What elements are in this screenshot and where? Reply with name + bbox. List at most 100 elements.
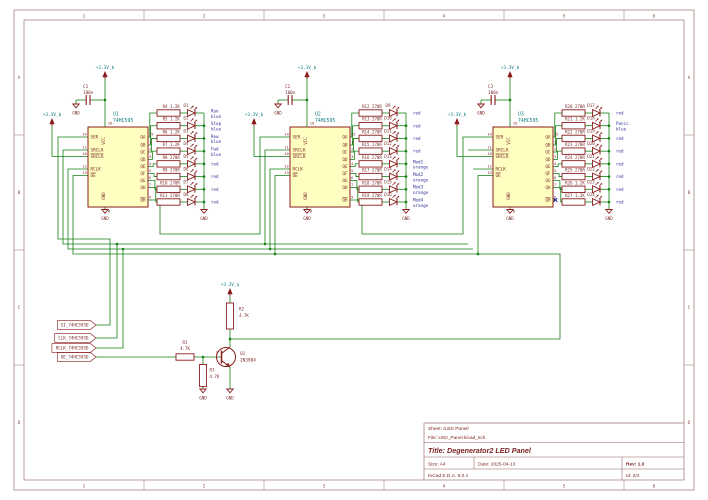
gnd-symbol[interactable]: GND (302, 209, 311, 222)
gnd-symbol[interactable]: GND (225, 388, 234, 401)
net-label[interactable]: red (413, 136, 421, 141)
net-label[interactable]: red (616, 174, 624, 179)
led-d13[interactable]: D13 (384, 154, 400, 168)
led-d5[interactable]: D5 (184, 154, 198, 168)
power-flag[interactable]: +3.3V_b (501, 65, 520, 79)
led-d11[interactable]: D11 (384, 128, 400, 143)
power-flag[interactable]: +3.3V_b (43, 112, 62, 126)
gnd-symbol[interactable]: GND (71, 103, 80, 116)
led-d15[interactable]: D15 (384, 179, 400, 194)
global-label-oe_74hc595d[interactable]: OE_74HC595D (56, 352, 97, 362)
gnd-symbol[interactable]: GND (198, 388, 207, 401)
global-label-si_74hc595d[interactable]: SI_74HC595D (56, 320, 97, 330)
resistor-r1[interactable]: R14.7K (175, 340, 195, 361)
net-label[interactable]: red (413, 149, 421, 154)
net-label[interactable]: red (616, 149, 624, 154)
led-d18[interactable]: D18 (587, 116, 603, 130)
chip-u1[interactable]: U174HC595VCC16GND8SER14SRCLK11SRCLR10RCL… (82, 112, 153, 214)
gnd-symbol[interactable]: GND (401, 209, 410, 222)
gnd-symbol[interactable]: GND (505, 209, 514, 222)
gnd-symbol[interactable]: GND (273, 103, 282, 116)
led-d6[interactable]: D6 (184, 167, 198, 181)
led-d14[interactable]: D14 (384, 167, 400, 181)
global-label-rclk_74hc595d[interactable]: RCLK_74HC595D (51, 343, 97, 353)
power-flag[interactable]: +3.3V_b (448, 112, 467, 126)
led-d23[interactable]: D23 (587, 179, 603, 194)
led-d10[interactable]: D10 (384, 116, 400, 130)
led-d2[interactable]: D2 (184, 116, 198, 130)
net-label[interactable]: red (616, 200, 624, 205)
net-label[interactable]: red (616, 161, 624, 166)
chip-u3[interactable]: U374HC595VCC16GND8SER14SRCLK11SRCLR10RCL… (487, 112, 558, 214)
gnd-symbol[interactable]: GND (199, 209, 208, 222)
net-label[interactable]: red (616, 187, 624, 192)
net-label[interactable]: red (211, 200, 219, 205)
led-d8[interactable]: D8 (184, 192, 198, 207)
led-d3[interactable]: D3 (184, 128, 198, 143)
net-label[interactable]: red (616, 136, 624, 141)
gnd-symbol[interactable]: GND (100, 209, 109, 222)
net-label[interactable]: red (211, 161, 219, 166)
led-d17[interactable]: D17 (587, 103, 603, 118)
gnd-symbol[interactable]: GND (604, 209, 613, 222)
led-d12[interactable]: D12 (384, 141, 400, 156)
led-d22[interactable]: D22 (587, 167, 603, 181)
chip-u2[interactable]: U274HC595VCC16GND8SER14SRCLK11SRCLR10RCL… (284, 112, 355, 214)
led-d19[interactable]: D19 (587, 128, 603, 143)
led-d24[interactable]: D24 (587, 192, 603, 207)
led-d1[interactable]: D1 (184, 103, 198, 118)
power-flag[interactable]: +3.3V_b (298, 65, 317, 79)
power-flag[interactable]: +3.3V_b (245, 112, 264, 126)
net-label[interactable]: red (413, 123, 421, 128)
led-d21[interactable]: D21 (587, 154, 603, 168)
led-d4[interactable]: D4 (184, 141, 198, 156)
led-d7[interactable]: D7 (184, 179, 198, 194)
resistor-r3[interactable]: R34.7K (199, 364, 220, 387)
global-label-clk_74hc595d[interactable]: CLK_74HC595D (54, 333, 97, 343)
led-d9[interactable]: D9 (386, 103, 400, 118)
led-d16[interactable]: D16 (384, 192, 400, 207)
net-label[interactable]: red (211, 187, 219, 192)
gnd-symbol[interactable]: GND (476, 103, 485, 116)
power-flag[interactable]: +3.3V_a (221, 282, 240, 296)
resistor-r2[interactable]: R24.7K (226, 302, 250, 330)
net-label[interactable]: red (413, 111, 421, 116)
power-flag[interactable]: +3.3V_b (96, 65, 115, 79)
net-label[interactable]: red (616, 111, 624, 116)
